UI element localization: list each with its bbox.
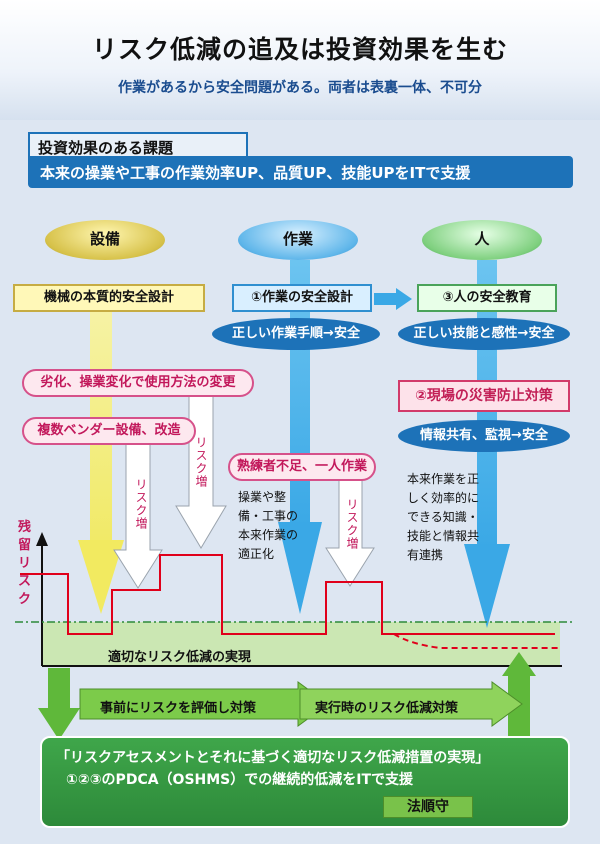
work-note: 操業や整備・工事の本来作業の適正化 (238, 490, 299, 561)
page-subtitle: 作業があるから安全問題がある。両者は表裏一体、不可分 (118, 80, 482, 96)
risk-increase-label-3: リスク増 (345, 498, 359, 550)
work-procedure-oval: 正しい作業手順→安全 (212, 318, 380, 350)
prior-countermeasure-label: 事前にリスクを評価し対策 (100, 701, 257, 716)
residual-risk-projection (393, 633, 560, 649)
info-sharing-oval: 情報共有、監視→安全 (398, 420, 570, 452)
execution-countermeasure-arrow (299, 681, 523, 727)
disaster-prevention-box: ②現場の災害防止対策 (398, 380, 570, 412)
people-safety-education-box: ③人の安全教育 (417, 284, 557, 312)
conclusion-line-2: ①②③のPDCA（OSHMS）での継続的低減をITで支援 (66, 772, 414, 788)
down-arrow-to-bottom (38, 668, 80, 740)
risk-increase-label-1: リスク増 (134, 478, 148, 530)
pillar-equipment: 設備 (45, 220, 165, 260)
machine-safety-design-box: 機械の本質的安全設計 (13, 284, 205, 312)
pillar-work: 作業 (238, 220, 358, 260)
conclusion-line-1: 「リスクアセスメントとそれに基づく適切なリスク低減措置の実現」 (56, 750, 490, 766)
risk-increase-arrow-2 (175, 395, 227, 549)
residual-risk-axis-label: 残留リスク (18, 519, 32, 609)
realization-band (42, 622, 560, 665)
compliance-badge: 法順守 (383, 796, 473, 818)
skill-sense-oval: 正しい技能と感性→安全 (398, 318, 570, 350)
pillar-people: 人 (422, 220, 542, 260)
residual-risk-line (20, 554, 555, 635)
risk-increase-label-2: リスク増 (194, 436, 208, 488)
risk-factor-multi-vendor: 複数ベンダー設備、改造 (22, 417, 196, 445)
people-note: 本来作業を正しく効率的にできる知識・技能と情報共有連携 (407, 472, 480, 562)
risk-factor-degradation: 劣化、操業変化で使用方法の変更 (22, 369, 254, 397)
issue-body: 本来の操業や工事の作業効率UP、品質UP、技能UPをITで支援 (28, 156, 573, 188)
residual-risk-text: 残留リスク (18, 520, 32, 607)
risk-increase-arrow-3 (325, 479, 375, 587)
chart-axes (36, 532, 562, 667)
issue-label: 投資効果のある課題 (28, 132, 248, 158)
page-title: リスク低減の追及は投資効果を生む (91, 35, 508, 64)
work-to-people-arrow (374, 288, 412, 310)
risk-factor-shortage: 熟練者不足、一人作業 (228, 453, 376, 481)
execution-countermeasure-label: 実行時のリスク低減対策 (315, 701, 459, 716)
risk-increase-arrow-1 (113, 443, 163, 589)
work-safety-design-box: ①作業の安全設計 (232, 284, 372, 312)
equipment-arrow (78, 312, 124, 614)
conclusion-box: 「リスクアセスメントとそれに基づく適切なリスク低減措置の実現」 ①②③のPDCA… (40, 736, 570, 828)
realization-label: 適切なリスク低減の実現 (108, 650, 252, 665)
